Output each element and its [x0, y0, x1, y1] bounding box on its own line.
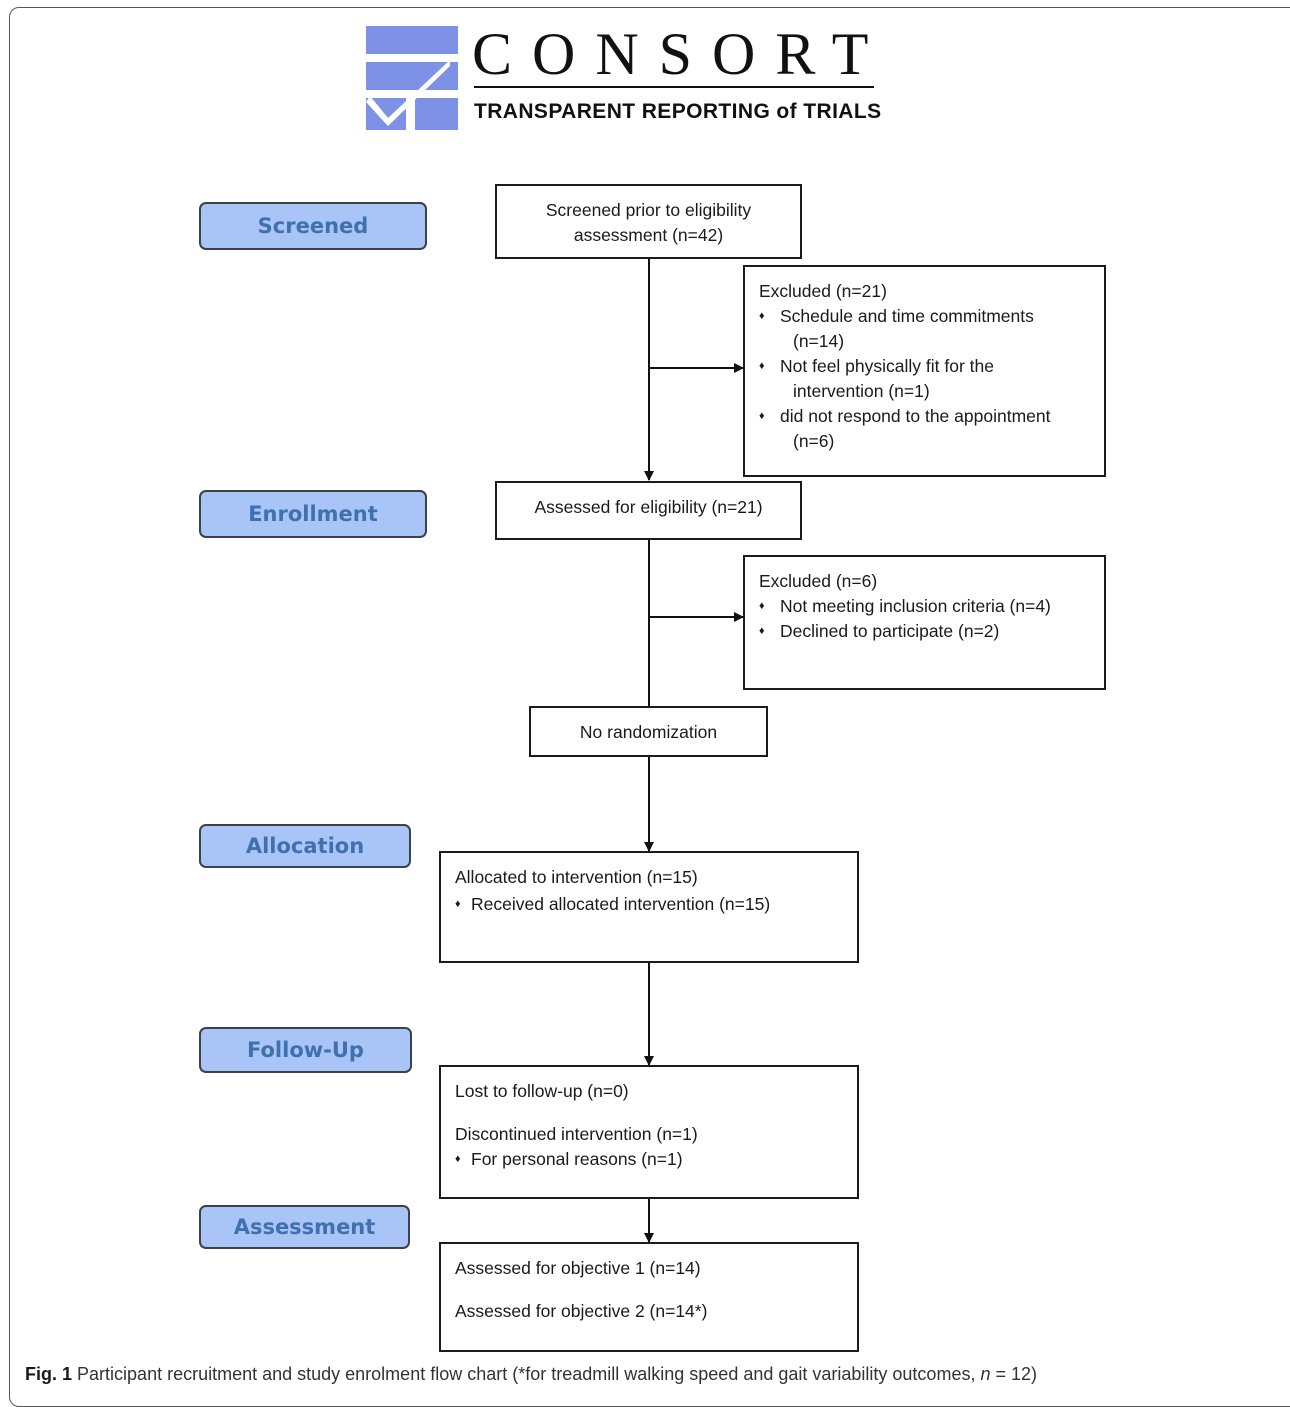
no-randomization-text: No randomization [579, 722, 718, 742]
excluded-enrollment-heading: Excluded (n=6) [759, 571, 878, 591]
assessed-objective-1: Assessed for objective 1 (n=14) [455, 1258, 701, 1278]
diamond-bullet-icon: ♦ [455, 898, 461, 910]
excluded-screening-box: Excluded (n=21) ♦ Schedule and time comm… [743, 265, 1106, 477]
logo-divider [474, 86, 874, 88]
excluded-enrollment-box: Excluded (n=6) ♦ Not meeting inclusion c… [743, 555, 1106, 690]
stage-allocation: Allocation [199, 824, 411, 868]
lost-to-follow-up: Lost to follow-up (n=0) [455, 1081, 629, 1101]
excluded-reason-schedule: Schedule and time commitments [780, 306, 1034, 326]
list-item: ♦ Not feel physically fit for the [759, 354, 1104, 379]
figure-label: Fig. 1 [25, 1364, 73, 1384]
diamond-bullet-icon: ♦ [455, 1153, 461, 1165]
stage-follow-up: Follow-Up [199, 1027, 412, 1073]
logo-wordmark: CONSORT [472, 21, 889, 87]
excluded-reason-no-response: did not respond to the appointment [780, 406, 1051, 426]
discontinued-intervention: Discontinued intervention (n=1) [455, 1124, 698, 1144]
screened-box: Screened prior to eligibility assessment… [495, 184, 802, 259]
figure-caption-variable: n [980, 1364, 991, 1384]
screened-line-1: Screened prior to eligibility [545, 200, 752, 220]
excluded-reason-criteria: Not meeting inclusion criteria (n=4) [780, 596, 1051, 616]
diamond-bullet-icon: ♦ [759, 310, 765, 322]
list-item: ♦ Not meeting inclusion criteria (n=4) [759, 594, 1104, 619]
logo-tagline: TRANSPARENT REPORTING of TRIALS [474, 100, 882, 123]
diamond-bullet-icon: ♦ [759, 600, 765, 612]
no-randomization-box: No randomization [529, 706, 768, 757]
figure-caption-value: = 12) [995, 1364, 1038, 1384]
stage-screened: Screened [199, 202, 427, 250]
assessed-eligibility-box: Assessed for eligibility (n=21) [495, 481, 802, 540]
diamond-bullet-icon: ♦ [759, 360, 765, 372]
diamond-bullet-icon: ♦ [759, 625, 765, 637]
excluded-reason-declined: Declined to participate (n=2) [780, 621, 1000, 641]
assessed-eligibility-text: Assessed for eligibility (n=21) [534, 497, 763, 517]
list-item: ♦ For personal reasons (n=1) [455, 1147, 857, 1172]
stage-enrollment: Enrollment [199, 490, 427, 538]
assessed-objective-2: Assessed for objective 2 (n=14*) [455, 1301, 708, 1321]
screened-line-2: assessment (n=42) [573, 225, 724, 245]
figure-caption-text: Participant recruitment and study enrolm… [77, 1364, 976, 1384]
allocated-received: Received allocated intervention (n=15) [471, 894, 771, 914]
stage-assessment: Assessment [199, 1205, 410, 1249]
follow-up-box: Lost to follow-up (n=0) Discontinued int… [439, 1065, 859, 1199]
allocation-box: Allocated to intervention (n=15) ♦ Recei… [439, 851, 859, 963]
list-item: ♦ Received allocated intervention (n=15) [455, 892, 857, 917]
discontinued-reason: For personal reasons (n=1) [471, 1149, 683, 1169]
list-item: ♦ did not respond to the appointment [759, 404, 1104, 429]
allocated-heading: Allocated to intervention (n=15) [455, 867, 698, 887]
assessment-box: Assessed for objective 1 (n=14) Assessed… [439, 1242, 859, 1352]
excluded-reason-fitness-count: intervention (n=1) [793, 381, 930, 401]
excluded-reason-fitness: Not feel physically fit for the [780, 356, 994, 376]
consort-logo: CONSORT TRANSPARENT REPORTING of TRIALS [366, 21, 881, 130]
list-item: ♦ Declined to participate (n=2) [759, 619, 1104, 644]
diamond-bullet-icon: ♦ [759, 410, 765, 422]
excluded-screening-heading: Excluded (n=21) [759, 281, 887, 301]
excluded-reason-schedule-count: (n=14) [793, 331, 845, 351]
excluded-reason-no-response-count: (n=6) [793, 431, 835, 451]
figure-caption: Fig. 1 Participant recruitment and study… [25, 1364, 1037, 1385]
list-item: ♦ Schedule and time commitments [759, 304, 1104, 329]
consort-logo-mark [366, 26, 458, 130]
